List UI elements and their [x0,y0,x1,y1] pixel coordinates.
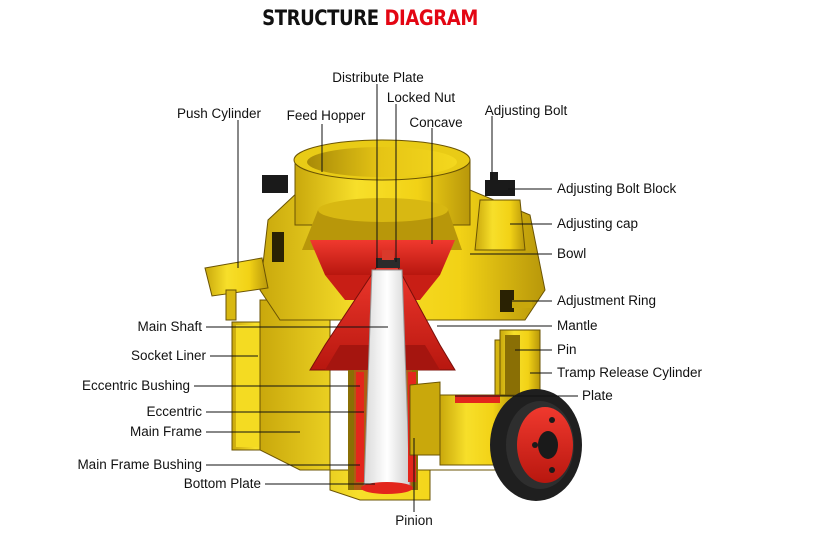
label-locked-nut: Locked Nut [387,90,456,105]
title-part2: DIAGRAM [384,6,478,30]
label-feed-hopper: Feed Hopper [287,108,366,123]
label-adjusting-cap: Adjusting cap [557,216,638,231]
label-adjusting-bolt-block: Adjusting Bolt Block [557,181,677,196]
label-socket-liner: Socket Liner [131,348,207,363]
label-adjusting-bolt: Adjusting Bolt [485,103,568,118]
label-bottom-plate: Bottom Plate [184,476,261,491]
label-eccentric-bushing: Eccentric Bushing [82,378,190,393]
label-push-cylinder: Push Cylinder [177,106,262,121]
label-distribute-plate: Distribute Plate [332,70,424,85]
label-main-frame-bushing: Main Frame Bushing [77,457,202,472]
label-concave: Concave [409,115,462,130]
title-part1: STRUCTURE [262,6,379,30]
label-eccentric: Eccentric [146,404,202,419]
label-pin: Pin [557,342,577,357]
label-main-shaft: Main Shaft [137,319,202,334]
main-shaft-assembly [348,269,418,494]
label-pinion: Pinion [395,513,433,528]
label-bowl: Bowl [557,246,586,261]
label-tramp-release-cylinder: Tramp Release Cylinder [557,365,703,380]
diagram-title: STRUCTURE DIAGRAM [52,6,688,30]
label-adjustment-ring: Adjustment Ring [557,293,656,308]
label-plate: Plate [582,388,613,403]
label-main-frame: Main Frame [130,424,202,439]
leader-lines [194,84,578,512]
labels: Distribute Plate Locked Nut Concave Push… [77,70,702,528]
label-mantle: Mantle [557,318,598,333]
pinion-and-pulley [409,381,582,501]
